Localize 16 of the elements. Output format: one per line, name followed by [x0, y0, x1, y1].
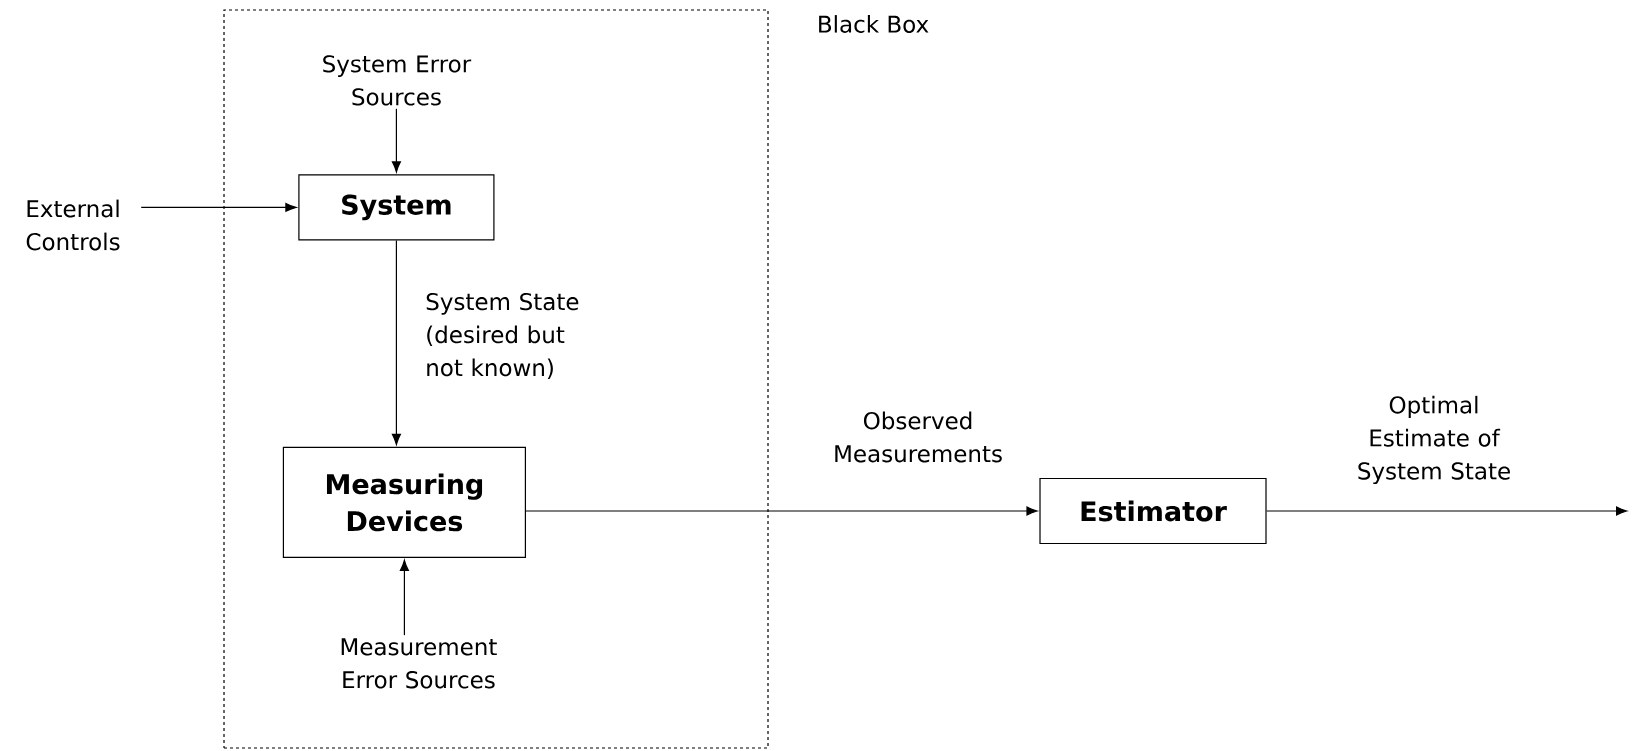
- arrow: [391, 239, 401, 445]
- process-box: System: [298, 174, 495, 241]
- arrow: [391, 108, 401, 173]
- group-title: Black Box: [819, 15, 929, 33]
- arrow: [525, 506, 1038, 516]
- arrow: [1266, 506, 1628, 516]
- input-label: External Controls: [26, 199, 120, 251]
- input-label: Measurement Error Sources: [341, 638, 497, 689]
- input-label: System Error Sources: [323, 55, 472, 106]
- edge-label: Observed Measurements: [835, 411, 1002, 463]
- process-box: Measuring Devices: [282, 446, 526, 558]
- process-box: Estimator: [1039, 477, 1267, 545]
- arrow: [399, 559, 409, 636]
- arrow: [140, 202, 297, 212]
- edge-label: System State (desired but not known): [426, 292, 579, 380]
- edge-label: Optimal Estimate of System State: [1358, 395, 1510, 485]
